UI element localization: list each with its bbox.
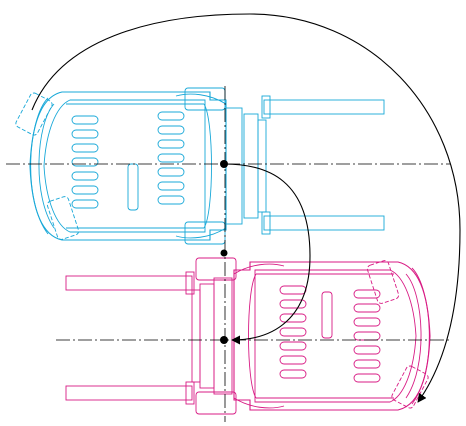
magenta-counterweight	[405, 267, 430, 405]
forklift-end-position	[65, 257, 431, 415]
cyan-inner-chassis	[43, 99, 206, 233]
magenta-fork-bottom	[65, 385, 193, 401]
magenta-fork-top	[65, 275, 193, 291]
cyan-guard-bar	[175, 93, 227, 239]
forklift-start-position	[15, 87, 385, 245]
cyan-center-column	[127, 163, 139, 211]
cyan-vents-left	[71, 115, 99, 209]
magenta-drive-wheel-bottom	[195, 391, 237, 415]
magenta-rear-tire-top	[366, 260, 400, 304]
pivot-point-mid	[220, 249, 228, 257]
cyan-drive-wheel-bottom	[184, 221, 226, 245]
magenta-carriage	[199, 283, 215, 389]
magenta-overhead-guard	[248, 273, 394, 399]
magenta-rear-tire-bottom	[391, 365, 429, 409]
cyan-fork-top-heel	[261, 95, 271, 119]
cyan-rear-tire-top	[15, 92, 53, 136]
magenta-fork-top-heel	[185, 271, 195, 295]
magenta-center-column	[321, 291, 333, 339]
magenta-guard-bar	[233, 263, 285, 409]
pivot-point-end	[220, 336, 228, 344]
inner-turning-arc	[223, 163, 311, 345]
cyan-fork-bottom	[263, 215, 385, 231]
cyan-overhead-guard	[66, 103, 212, 229]
magenta-drive-wheel-top	[195, 257, 237, 281]
cyan-vents-right	[157, 111, 185, 205]
cyan-rear-tire-bottom	[46, 196, 80, 240]
magenta-vents-right	[353, 289, 381, 383]
magenta-fork-bottom-heel	[185, 381, 195, 405]
cyan-fork-top	[263, 99, 385, 115]
magenta-mast	[213, 277, 233, 395]
cyan-fork-plate	[257, 119, 267, 213]
outer-turning-arc	[31, 13, 461, 403]
magenta-fork-plate	[191, 289, 201, 383]
magenta-inner-chassis	[254, 269, 417, 403]
cyan-mast	[225, 107, 243, 225]
cyan-counterweight	[30, 97, 55, 235]
cyan-fork-bottom-heel	[261, 211, 271, 235]
